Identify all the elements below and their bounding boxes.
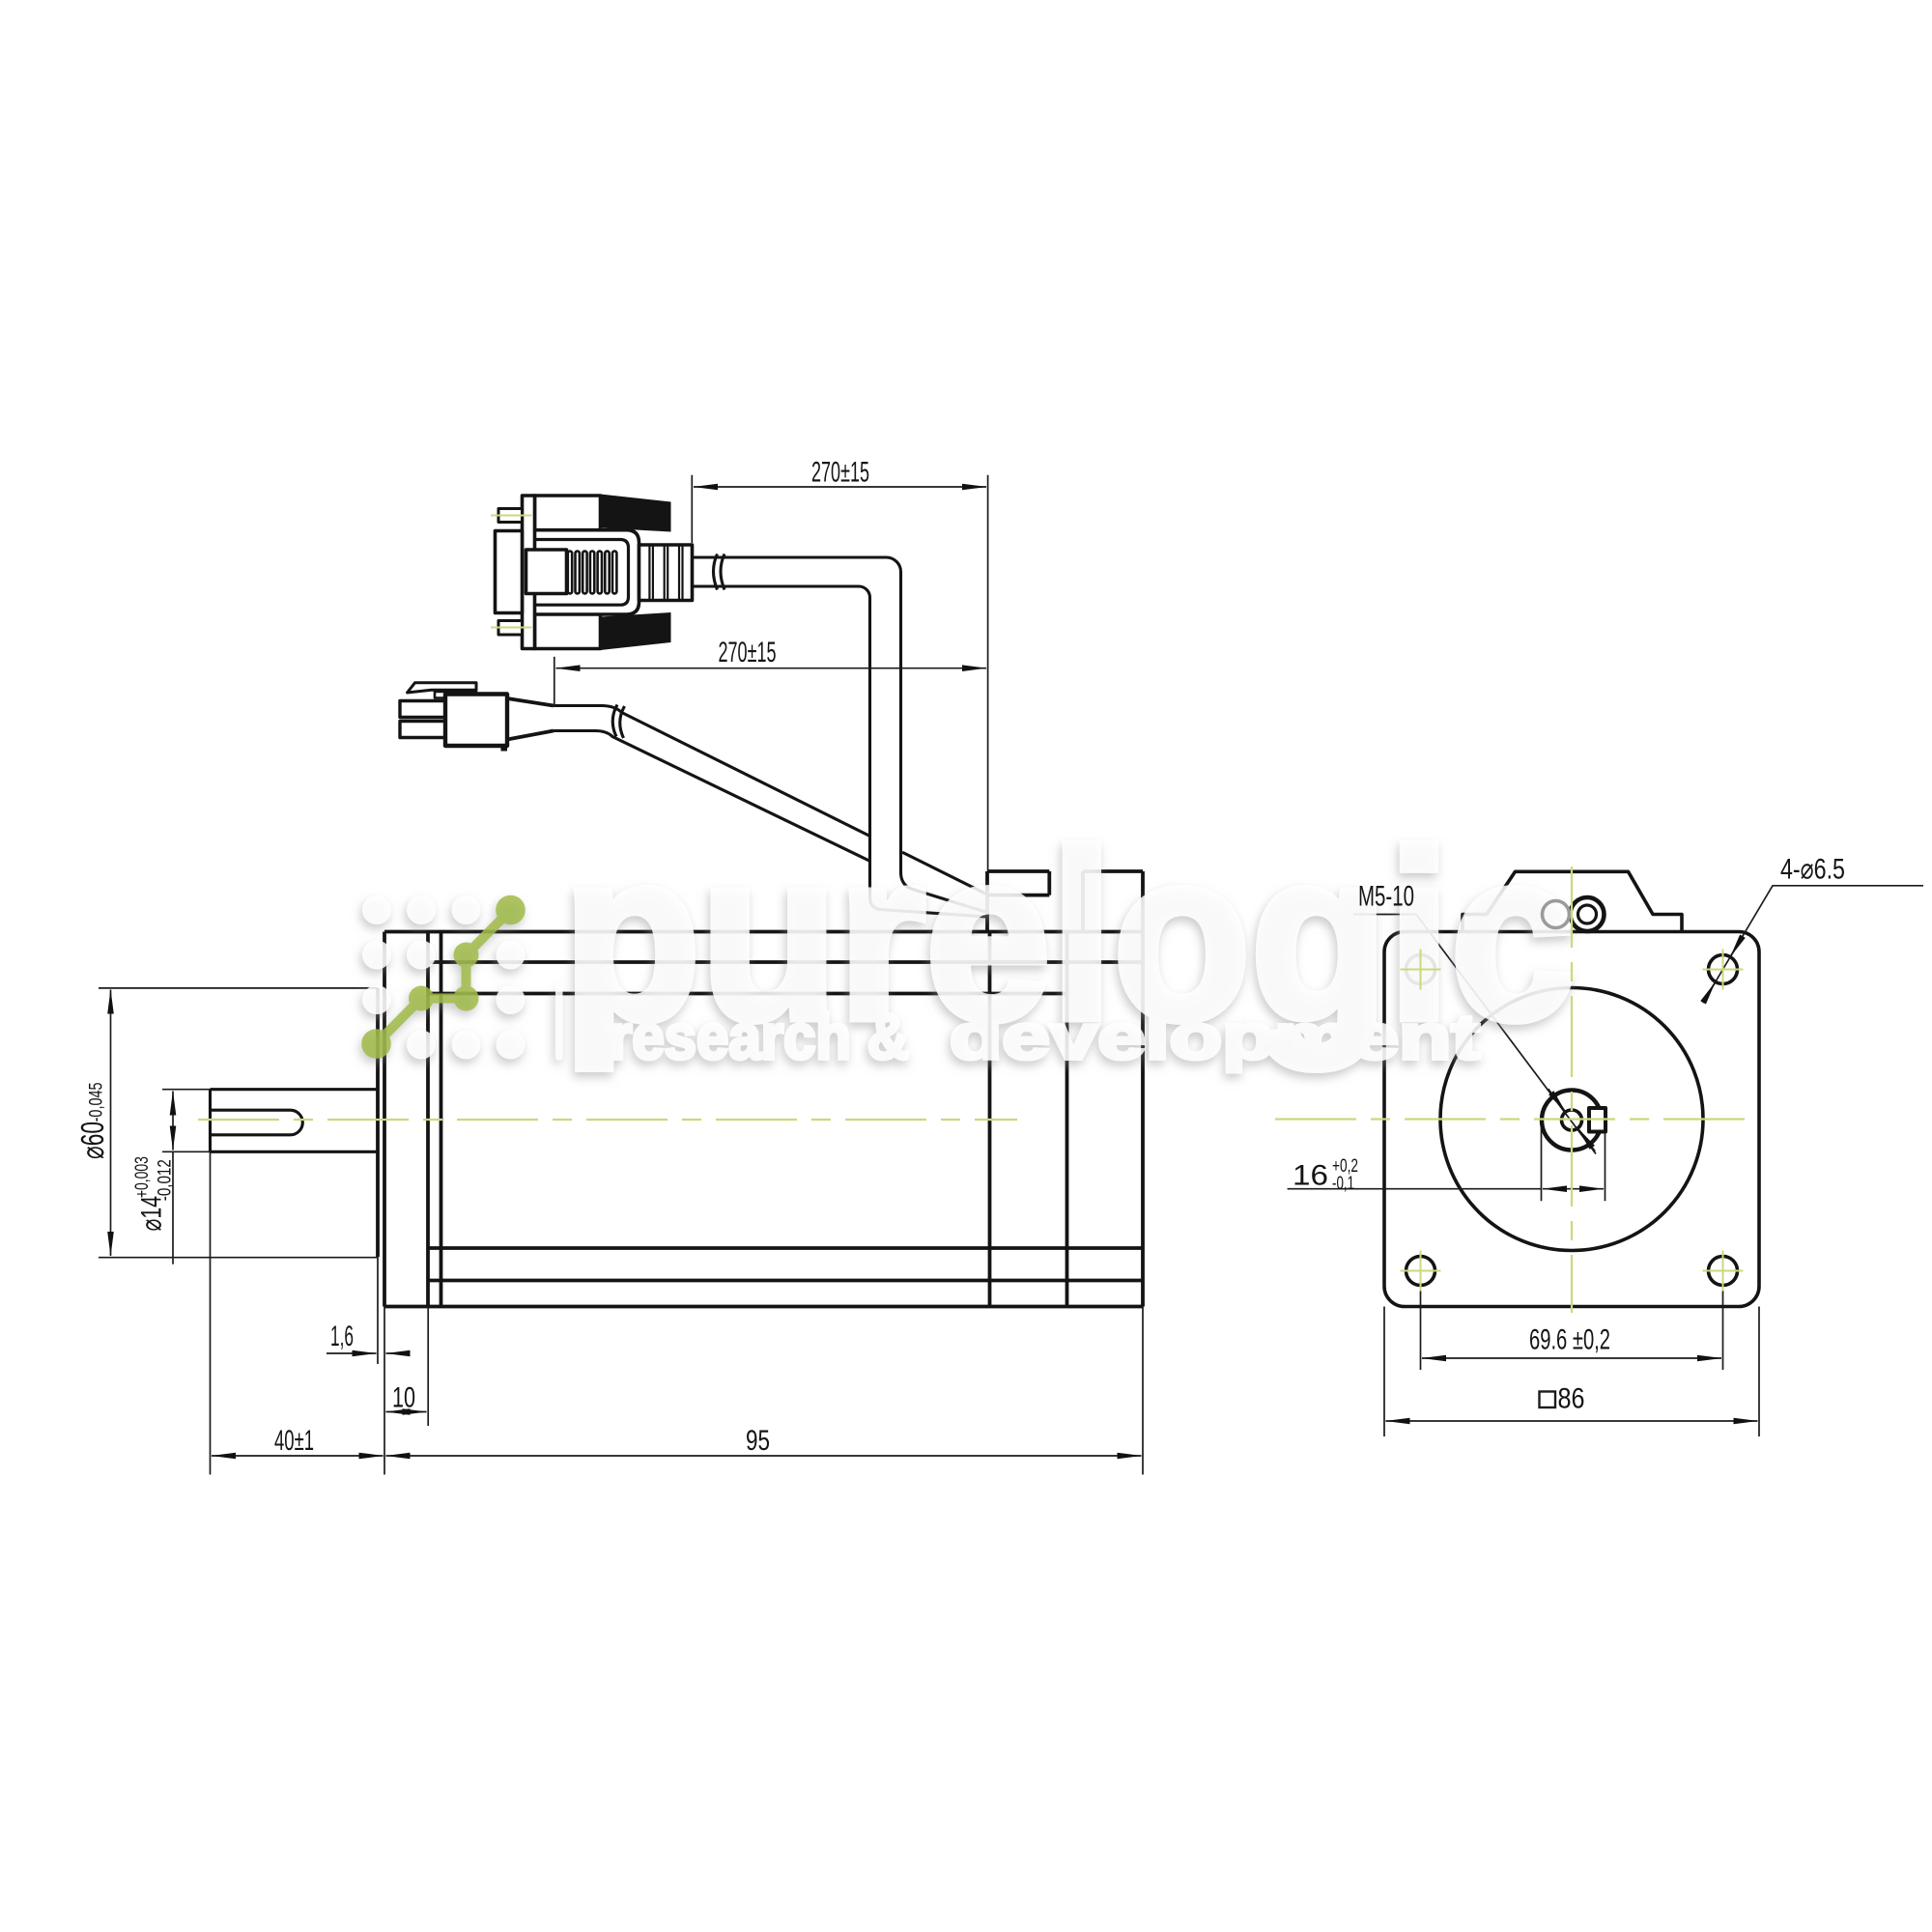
- svg-text:270±15: 270±15: [811, 457, 869, 489]
- svg-text:-0,012: -0,012: [155, 1159, 175, 1201]
- svg-text:⌀60: ⌀60: [74, 1122, 110, 1159]
- svg-text:-0,045: -0,045: [87, 1082, 107, 1122]
- svg-text:+0,2: +0,2: [1332, 1156, 1358, 1177]
- svg-text:research &: research &: [610, 1001, 909, 1072]
- svg-text:86: 86: [1558, 1383, 1585, 1415]
- svg-text:16: 16: [1293, 1160, 1328, 1192]
- svg-text:4-⌀6.5: 4-⌀6.5: [1780, 854, 1845, 886]
- svg-text:M5-10: M5-10: [1358, 881, 1414, 913]
- svg-text:purelogic: purelogic: [563, 801, 1576, 1069]
- svg-text:69.6 ±0,2: 69.6 ±0,2: [1529, 1324, 1610, 1356]
- svg-text:development: development: [950, 1001, 1480, 1072]
- svg-text:-0,1: -0,1: [1332, 1174, 1354, 1194]
- svg-text:1,6: 1,6: [330, 1321, 354, 1352]
- svg-text:+0,003: +0,003: [132, 1156, 153, 1198]
- svg-text:270±15: 270±15: [719, 637, 777, 668]
- svg-text:10: 10: [392, 1382, 415, 1414]
- svg-text:40±1: 40±1: [274, 1425, 314, 1457]
- svg-text:⌀14: ⌀14: [136, 1196, 168, 1232]
- svg-text:95: 95: [746, 1425, 770, 1457]
